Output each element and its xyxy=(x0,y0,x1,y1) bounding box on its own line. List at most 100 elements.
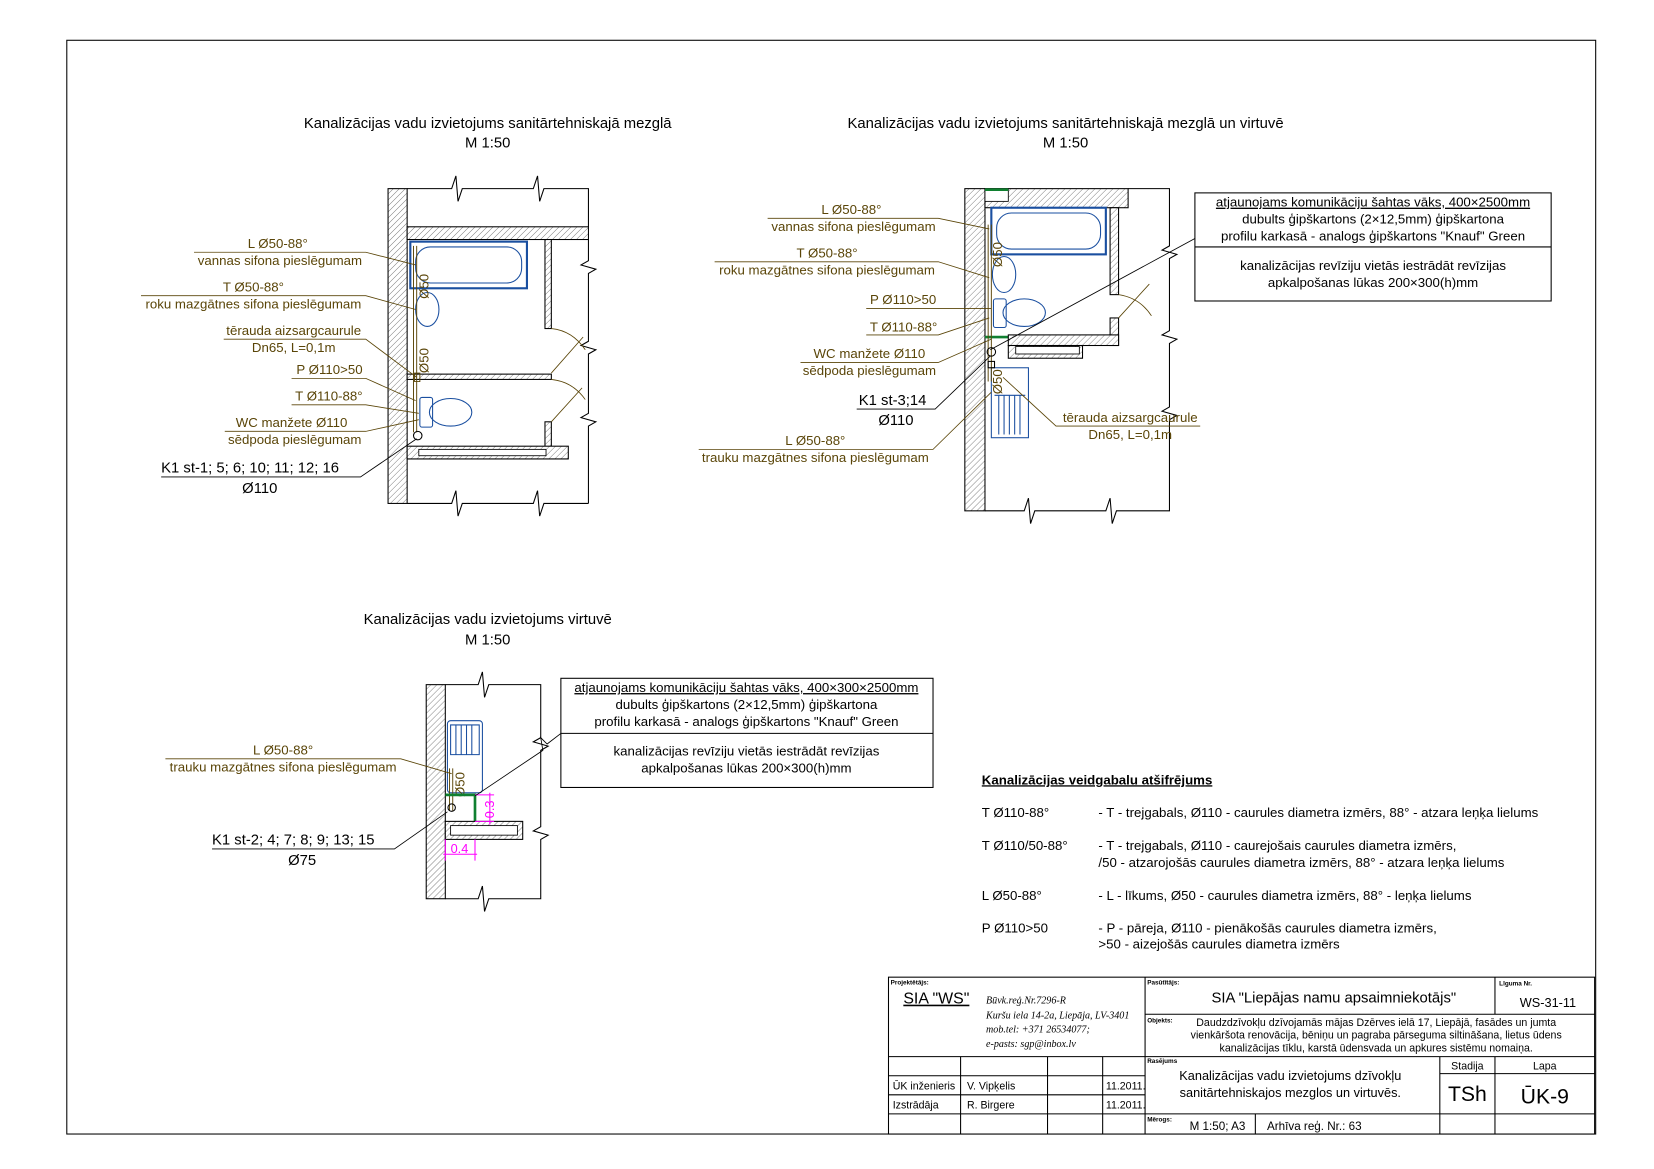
drawing-name: Kanalizācijas vadu izvietojums dzīvokļu xyxy=(1179,1068,1401,1083)
wall-opening xyxy=(450,825,518,836)
leader-line xyxy=(800,338,992,363)
callout-label: T Ø50-88° xyxy=(223,279,284,294)
drawing-scale: M 1:50 xyxy=(465,632,510,648)
object-text: kanalizācijas tīklu, karstā ūdensvada un… xyxy=(1220,1042,1533,1054)
sheet-number: ŪK-9 xyxy=(1521,1083,1569,1108)
wall-opening xyxy=(1015,346,1080,355)
wall xyxy=(1109,207,1120,296)
designer-name: SIA "WS" xyxy=(903,991,969,1008)
wall xyxy=(425,684,446,900)
callout-label: roku mazgātnes sifona pieslēgumam xyxy=(145,296,361,311)
drawing-label: Rasējums xyxy=(1147,1058,1178,1065)
notes-line: kanalizācijas revīziju vietās iestrādāt … xyxy=(1240,258,1506,273)
pipe-dim: Ø50 xyxy=(452,772,467,797)
title-block: Projektētājs: SIA "WS" Būvk.reģ.Nr.7296-… xyxy=(887,976,1596,1135)
leader-line xyxy=(194,251,416,266)
riser-label: K1 st-1; 5; 6; 10; 11; 12; 16 xyxy=(161,461,339,477)
notes-header: atjaunojams komunikāciju šahtas vāks, 40… xyxy=(1216,195,1530,210)
legend-code: P Ø110>50 xyxy=(982,921,1048,936)
leader-line xyxy=(141,295,416,310)
object-text: vienkāršota renovācija, bēniņu un pagrab… xyxy=(1191,1030,1562,1042)
notes-line: apkalpošanas lūkas 200×300(h)mm xyxy=(1268,275,1478,290)
leader-line xyxy=(714,261,990,279)
wc-tank xyxy=(992,298,1007,329)
dimension-line xyxy=(443,792,495,861)
designer-label: Projektētājs: xyxy=(891,980,929,987)
sewer-pipe xyxy=(413,245,421,433)
scale-value: M 1:50; A3 xyxy=(1190,1120,1246,1133)
kitchen-sink xyxy=(990,367,1029,439)
legend-desc: - L - līkums, Ø50 - caurules diametra iz… xyxy=(1098,888,1471,903)
notes-box: atjaunojams komunikāciju šahtas vāks, 40… xyxy=(990,192,1552,351)
drawing-name: sanitārtehniskajos mezglos un virtuvēs. xyxy=(1180,1085,1401,1100)
callout-label: vannas sifona pieslēgumam xyxy=(771,219,935,234)
wall xyxy=(406,226,589,241)
callout-label: WC manžete Ø110 xyxy=(814,346,926,361)
staff-date: 11.2011. xyxy=(1106,1081,1146,1093)
callout-label: trauku mazgātnes sifona pieslēgumam xyxy=(170,760,397,775)
staff-name: R. Birgere xyxy=(967,1100,1015,1112)
leader-line xyxy=(856,355,991,410)
wall xyxy=(406,373,552,380)
dimension-value: 0.3 xyxy=(482,801,497,819)
drawing-title: Kanalizācijas vadu izvietojums sanitārte… xyxy=(848,116,1284,132)
wall-outline xyxy=(445,671,550,912)
drawing-bathroom-kitchen: Kanalizācijas vadu izvietojums sanitārte… xyxy=(698,116,1552,524)
wall xyxy=(1007,334,1120,347)
fittings-legend: Kanalizācijas veidgabalu atšifrējums T Ø… xyxy=(982,772,1539,951)
drawing-title: Kanalizācijas vadu izvietojums sanitārte… xyxy=(304,116,672,132)
notes-line: apkalpošanas lūkas 200×300(h)mm xyxy=(641,761,851,776)
wall xyxy=(544,238,552,330)
pipe-dim: Ø50 xyxy=(416,274,431,299)
leader-line xyxy=(698,391,992,450)
wall xyxy=(387,188,408,504)
legend-desc: - T - trejgabals, Ø110 - caurules diamet… xyxy=(1098,805,1538,820)
client-name: SIA "Liepājas namu apsaimniekotājs" xyxy=(1211,991,1456,1007)
wc-bowl xyxy=(428,397,473,427)
riser-diameter: Ø110 xyxy=(242,481,277,497)
drawing-bathroom: Kanalizācijas vadu izvietojums sanitārte… xyxy=(141,116,672,517)
callouts: L Ø50-88° vannas sifona pieslēgumam T Ø5… xyxy=(141,236,419,497)
callout-label: vannas sifona pieslēgumam xyxy=(198,253,362,268)
object-text: Daudzdzīvokļu dzīvojamās mājas Dzērves i… xyxy=(1196,1017,1556,1029)
riser-label: K1 st-3;14 xyxy=(859,393,927,409)
designer-info: e-pasts: sgp@inbox.lv xyxy=(986,1039,1076,1050)
wall-outline xyxy=(984,188,1179,524)
leader-line xyxy=(866,317,990,336)
leader-line xyxy=(161,438,417,478)
pipe-dim: Ø50 xyxy=(990,369,1005,394)
callout-label: roku mazgātnes sifona pieslēgumam xyxy=(719,263,935,278)
green-line xyxy=(984,188,1009,339)
callout-label: Dn65, L=0,1m xyxy=(1088,427,1172,442)
staff-role: ŪK inženieris xyxy=(893,1081,955,1093)
wc-tank xyxy=(419,396,434,428)
legend-heading: Kanalizācijas veidgabalu atšifrējums xyxy=(982,772,1213,787)
callout-label: L Ø50-88° xyxy=(253,743,313,758)
kitchen-sink-drainboard xyxy=(994,394,1026,435)
door-swing xyxy=(551,328,586,423)
bathtub xyxy=(409,240,529,290)
bathtub-inner xyxy=(996,212,1102,250)
leader-line xyxy=(212,811,448,850)
bathtub-inner xyxy=(415,246,523,284)
notes-line: dubults ģipškartons (2×12,5mm) ģipškarto… xyxy=(615,697,878,712)
pipe-dim: Ø50 xyxy=(416,348,431,373)
riser-pipe xyxy=(447,803,456,812)
callout-label: sēdpoda pieslēgumam xyxy=(803,363,936,378)
kitchen-sink-drainboard xyxy=(450,724,480,756)
sheet-label: Lapa xyxy=(1533,1060,1557,1072)
title-block-grid xyxy=(888,977,1595,1135)
designer-info: mob.tel: +371 26534077; xyxy=(986,1024,1090,1035)
callout-label: tērauda aizsargcaurule xyxy=(1063,410,1198,425)
wall-outline xyxy=(407,175,598,517)
legend-desc: >50 - aizejošās caurules diametra izmērs xyxy=(1098,937,1340,952)
kitchen-sink xyxy=(446,720,483,794)
wc-bowl xyxy=(1002,298,1046,327)
object-label: Objekts: xyxy=(1147,1018,1172,1025)
sheet-frame xyxy=(66,39,1597,1135)
washbasin xyxy=(991,255,1017,294)
riser-diameter: Ø75 xyxy=(288,853,316,869)
wall-opening xyxy=(418,448,547,457)
leader-line xyxy=(1002,376,1201,427)
